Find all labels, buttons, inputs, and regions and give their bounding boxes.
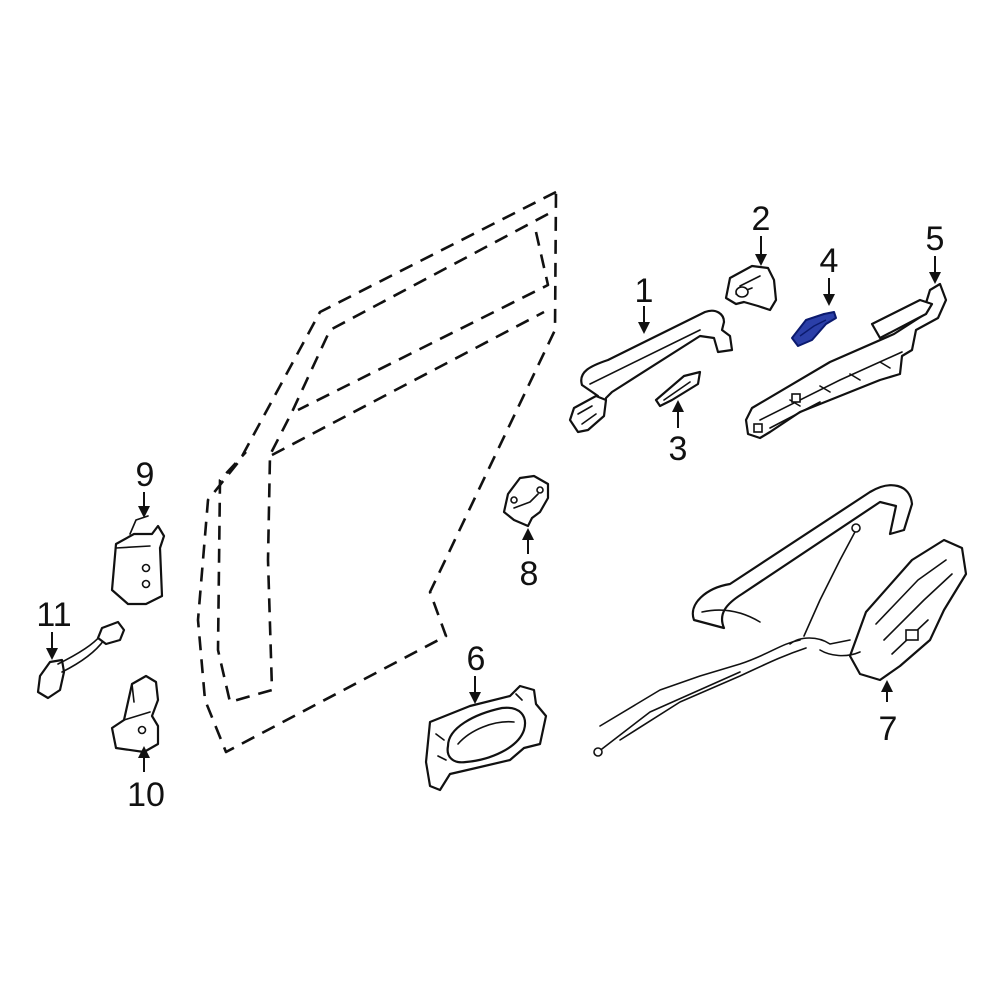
- door-outline: [196, 190, 558, 754]
- callout-9: 9: [136, 456, 155, 494]
- arrowhead-10: [138, 746, 150, 758]
- arrowhead-7: [881, 680, 893, 692]
- arrowhead-11: [46, 648, 58, 660]
- part-6-inside-handle: [424, 684, 548, 792]
- callout-labels: 1 2 3 4 5 6 7 8 9 10 11: [36, 200, 944, 814]
- callout-11: 11: [36, 596, 71, 634]
- callout-5: 5: [926, 220, 945, 258]
- part-11-door-check: [36, 620, 126, 700]
- part-3-handle-gasket: [654, 370, 702, 408]
- arrowhead-4: [823, 294, 835, 306]
- part-1-outside-handle: [568, 309, 734, 434]
- arrowhead-9: [138, 506, 150, 518]
- part-5-handle-frame: [744, 282, 948, 440]
- part-9-upper-hinge: [110, 515, 166, 606]
- callout-10: 10: [127, 776, 165, 814]
- arrowhead-8: [522, 528, 534, 540]
- callout-8: 8: [520, 555, 539, 593]
- arrowhead-5: [929, 272, 941, 284]
- callout-6: 6: [467, 640, 486, 678]
- part-8-striker: [502, 474, 550, 528]
- arrowhead-3: [672, 400, 684, 412]
- leader-lines: [46, 236, 941, 772]
- part-4-highlighted-gasket: [791, 311, 837, 347]
- callout-3: 3: [669, 430, 688, 468]
- callout-2: 2: [752, 200, 771, 238]
- callout-4: 4: [820, 242, 839, 280]
- part-2-cylinder-cap: [724, 264, 778, 312]
- part-10-lower-hinge: [110, 674, 160, 754]
- callout-7: 7: [879, 710, 898, 748]
- arrowhead-6: [469, 692, 481, 704]
- callout-1: 1: [635, 272, 654, 310]
- arrowhead-2: [755, 254, 767, 266]
- arrowhead-1: [638, 322, 650, 334]
- part-7-lock-actuator: [593, 484, 968, 757]
